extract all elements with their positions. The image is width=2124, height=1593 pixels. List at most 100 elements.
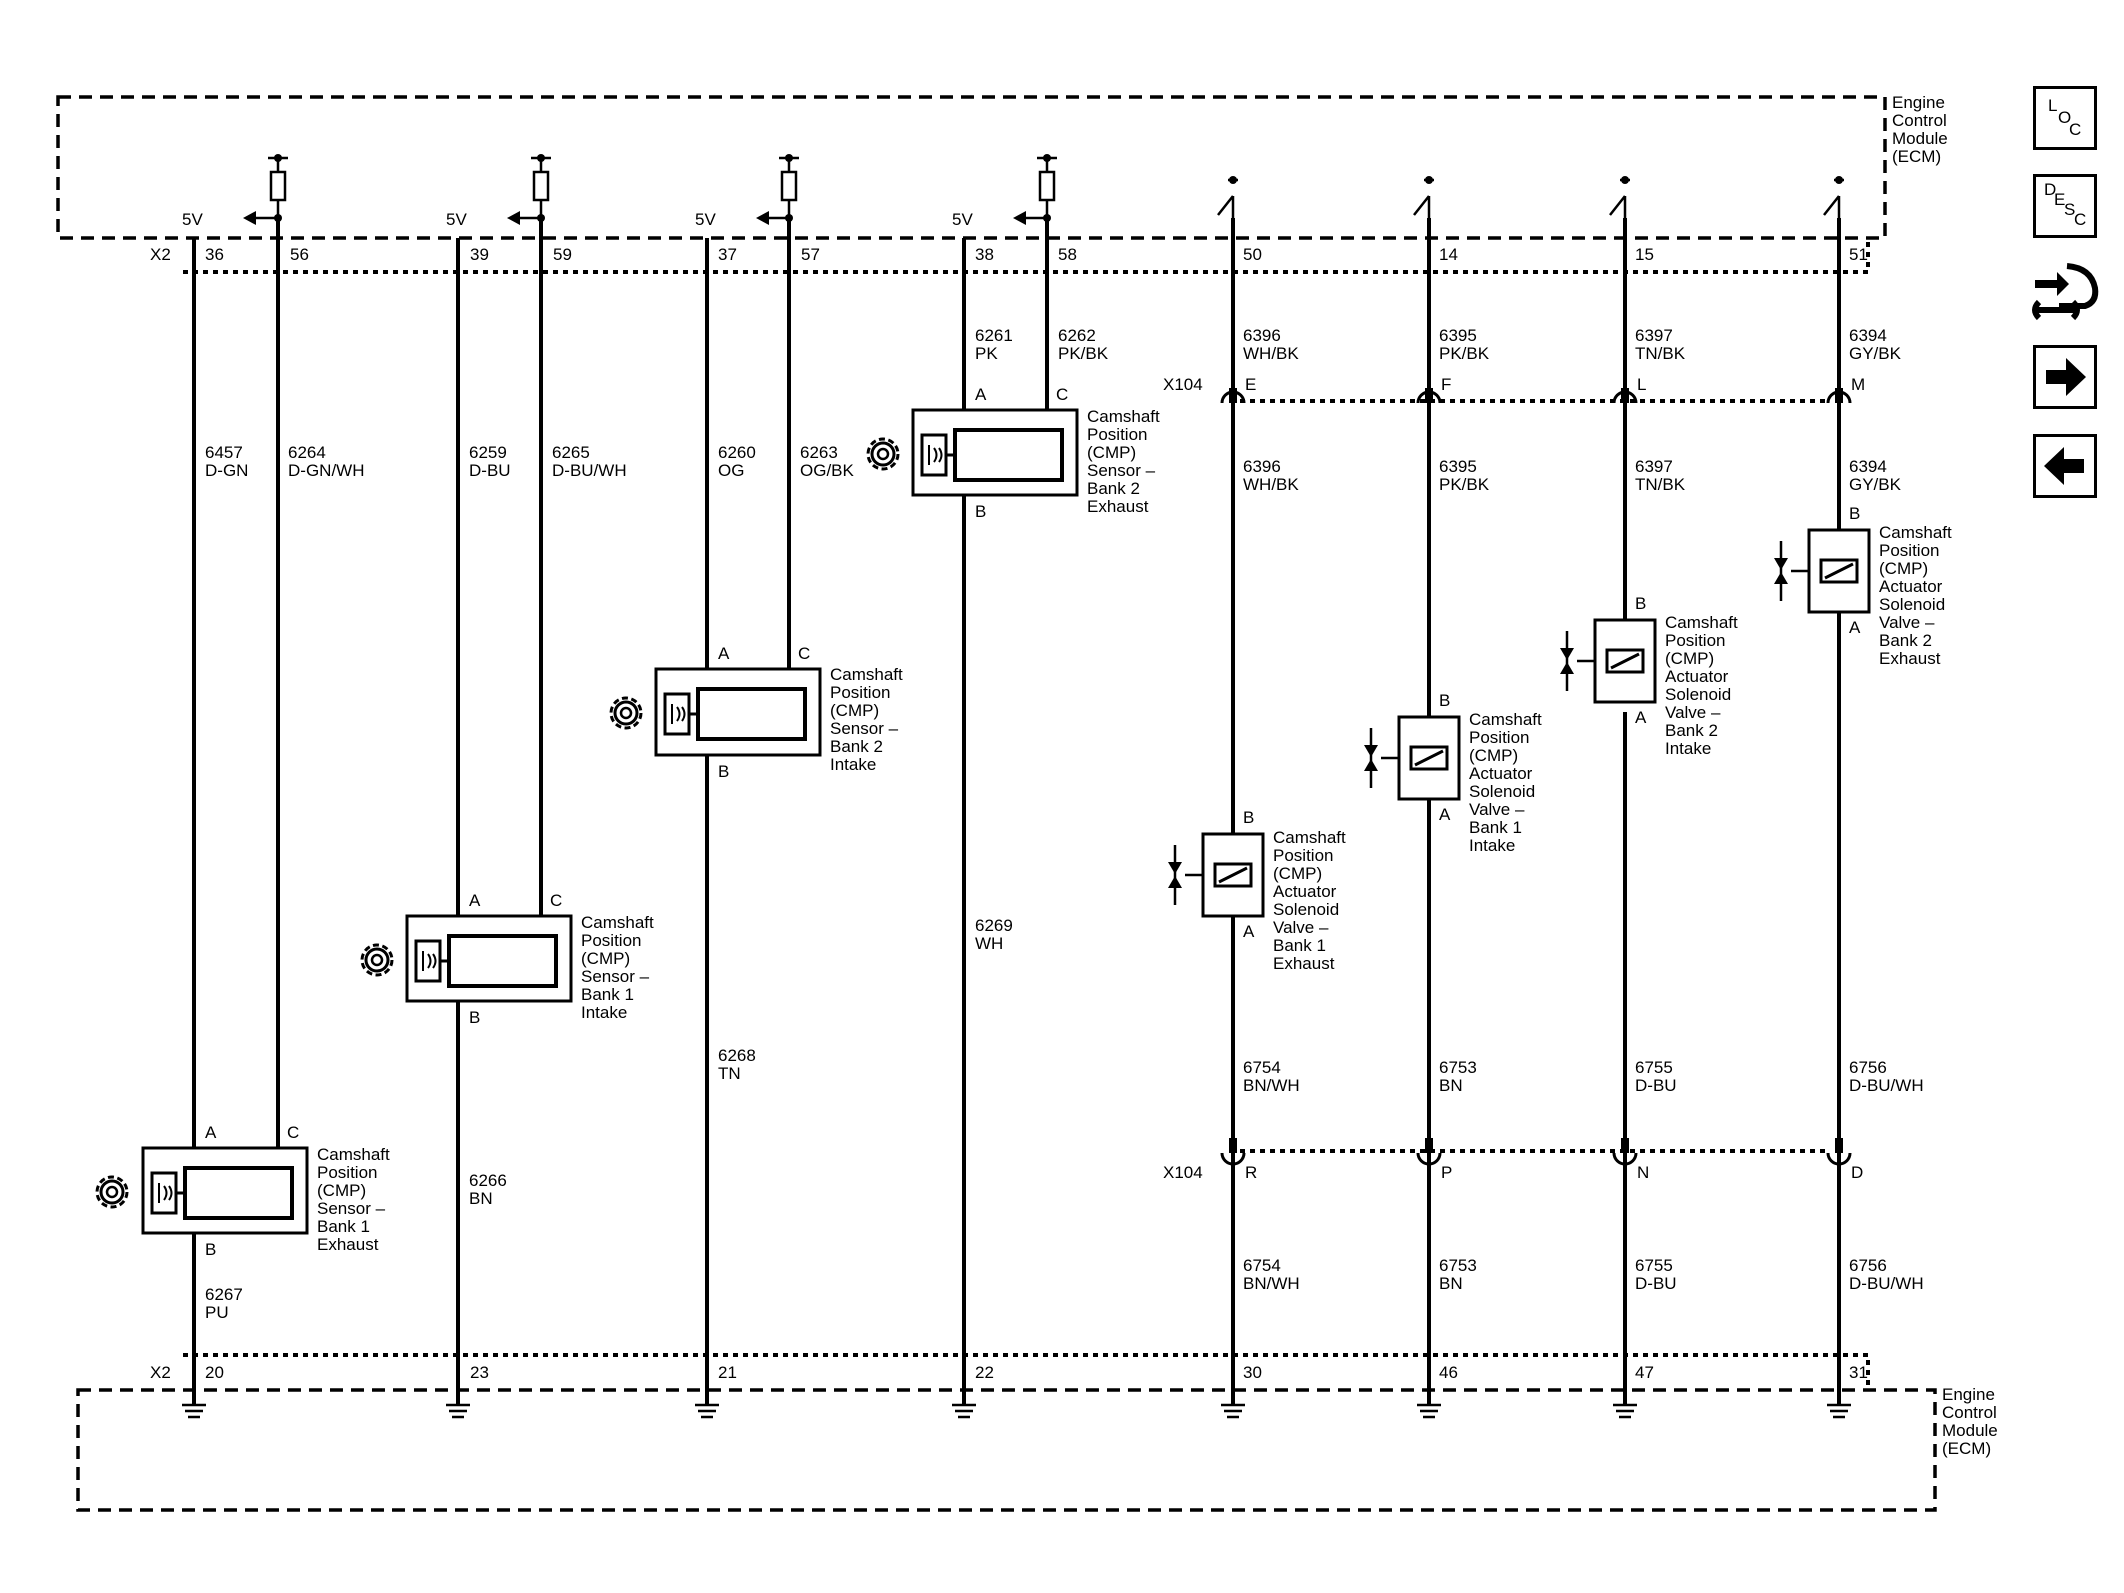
pin-letter: A	[718, 644, 730, 663]
x104-top-label: X104	[1163, 375, 1203, 394]
ecm-pin-number: 36	[205, 245, 224, 264]
pin-letter: B	[718, 762, 729, 781]
supply-arrow-icon	[243, 211, 256, 225]
x104-cavity-n	[1612, 1138, 1638, 1166]
gear-icon	[866, 437, 900, 471]
pin-letter: A	[1439, 805, 1451, 824]
svg-text:C: C	[2074, 210, 2086, 229]
pin-letter: B	[1849, 504, 1860, 523]
x104-cavity-e	[1220, 388, 1246, 404]
ecm-pin-number: 56	[290, 245, 309, 264]
x2-bottom-label: X2	[150, 1363, 171, 1382]
pin-letter: A	[205, 1123, 217, 1142]
wiring-tool-button[interactable]	[2029, 258, 2101, 330]
loc-button[interactable]: L O C	[2033, 86, 2097, 150]
ecm-pin-number: 22	[975, 1363, 994, 1382]
cmp-sensor-bank1-exhaust	[95, 1146, 309, 1235]
pin-letter: A	[1635, 708, 1647, 727]
x104-pin-letter: R	[1245, 1163, 1257, 1182]
svg-text:L: L	[2048, 96, 2057, 115]
ecm-pin-number: 50	[1243, 245, 1262, 264]
ecm-pin-number: 51	[1849, 245, 1868, 264]
supply-node-dot	[537, 154, 545, 162]
solenoid-valve-bank1-exhaust-label: Camshaft Position (CMP) Actuator Solenoi…	[1273, 828, 1350, 973]
gear-icon	[609, 696, 643, 730]
solenoid-valve-bank2-exhaust-label: Camshaft Position (CMP) Actuator Solenoi…	[1879, 523, 1956, 668]
x2-bottom-connector-band	[183, 1353, 1870, 1390]
ecm-pin-number: 46	[1439, 1363, 1458, 1382]
supply-arrow-icon	[1013, 211, 1026, 225]
pin-letter: B	[1635, 594, 1646, 613]
cmp-sensor-bank2-exhaust	[866, 408, 1079, 497]
wiring-tool-icon	[2032, 263, 2099, 321]
svg-text:O: O	[2058, 108, 2071, 127]
gear-icon	[360, 943, 394, 977]
ecm-pin-number: 39	[470, 245, 489, 264]
x104-cavity-p	[1416, 1138, 1442, 1166]
pullup-resistor	[779, 156, 799, 218]
svg-text:E: E	[2054, 190, 2065, 209]
desc-button[interactable]: D E S C	[2033, 174, 2097, 238]
ecm-pin-number: 15	[1635, 245, 1654, 264]
loc-icon: L O C	[2048, 96, 2081, 139]
terminal-symbol	[182, 1403, 1851, 1419]
ecm-pin-number: 38	[975, 245, 994, 264]
pin-letter: A	[975, 385, 987, 404]
solenoid-valve-bank2-intake-label: Camshaft Position (CMP) Actuator Solenoi…	[1665, 613, 1742, 758]
pin-letter: B	[1243, 808, 1254, 827]
pin-letter: C	[550, 891, 562, 910]
solenoid-valve-bank1-intake	[1364, 715, 1461, 801]
supply-node-dot	[274, 154, 282, 162]
x104-pin-letter: M	[1851, 375, 1865, 394]
cmp-sensor-bank1-intake-label: Camshaft Position (CMP) Sensor – Bank 1 …	[581, 913, 658, 1022]
ecm-pin-number: 37	[718, 245, 737, 264]
pin-letter: C	[287, 1123, 299, 1142]
supply-node-dot	[785, 154, 793, 162]
x104-pin-letter: E	[1245, 375, 1256, 394]
ecm-pin-number: 59	[553, 245, 572, 264]
switch-node-dot	[1229, 176, 1237, 184]
arrow-right-icon	[2046, 358, 2086, 396]
pin-letter: B	[205, 1240, 216, 1259]
supply-arrow-icon	[507, 211, 520, 225]
supply-5v-label: 5V	[446, 210, 467, 229]
pin-letter: A	[1849, 618, 1861, 637]
svg-text:C: C	[2069, 120, 2081, 139]
pin-letter: C	[1056, 385, 1068, 404]
cmp-sensor-bank1-intake	[360, 914, 573, 1003]
pullup-resistor	[268, 156, 288, 218]
x104-cavity-m	[1826, 388, 1852, 404]
x104-cavity-r	[1220, 1138, 1246, 1166]
supply-5v-label: 5V	[952, 210, 973, 229]
solenoid-valve-bank2-intake	[1560, 618, 1657, 704]
switch-node-dot	[1621, 176, 1629, 184]
previous-page-button[interactable]	[2033, 434, 2097, 498]
supply-arrow-icon	[756, 211, 769, 225]
pin-letter: A	[469, 891, 481, 910]
svg-text:S: S	[2064, 200, 2075, 219]
gear-icon	[95, 1175, 129, 1209]
x104-cavity-d	[1826, 1138, 1852, 1166]
ecm-top-label: Engine Control Module (ECM)	[1892, 93, 1953, 166]
ecm-pin-number: 47	[1635, 1363, 1654, 1382]
cmp-sensor-bank1-exhaust-label: Camshaft Position (CMP) Sensor – Bank 1 …	[317, 1145, 394, 1254]
next-page-button[interactable]	[2033, 345, 2097, 409]
